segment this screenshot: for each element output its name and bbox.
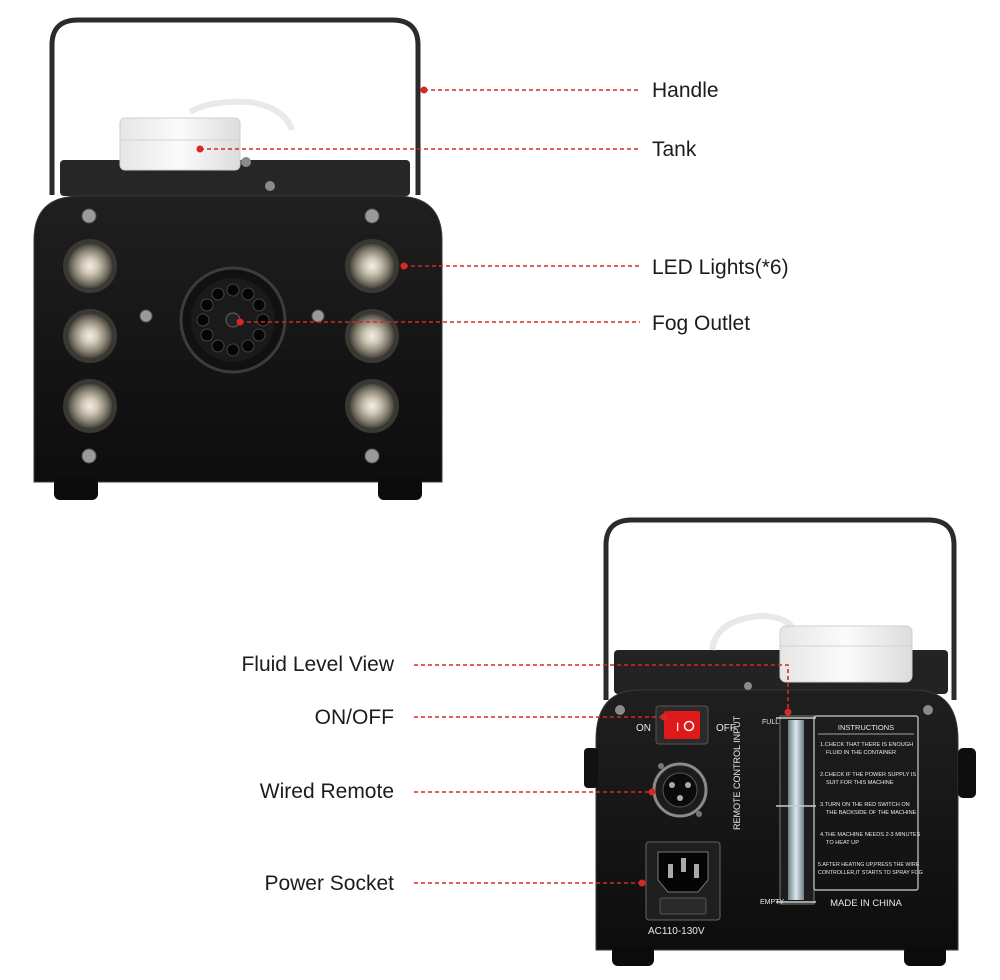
led-light xyxy=(345,239,399,293)
back-leader-lines xyxy=(414,664,792,887)
instruction-line: 3.TURN ON THE RED SWITCH ON xyxy=(820,802,910,808)
label-fluid-level-view: Fluid Level View xyxy=(241,653,394,676)
instruction-line: TO HEAT UP xyxy=(826,840,859,846)
instruction-line: CONTROLLER,IT STARTS TO SPRAY FOG xyxy=(818,870,923,876)
instruction-line: FLUID IN THE CONTAINER xyxy=(826,750,896,756)
led-light xyxy=(63,239,117,293)
back-view: I ON OFF REMOTE CONTROL INPUT AC110-130V xyxy=(584,517,976,966)
led-light xyxy=(345,309,399,363)
front-fog-outlet xyxy=(179,266,287,374)
instruction-line: SUIT FOR THIS MACHINE xyxy=(826,780,894,786)
label-tank: Tank xyxy=(652,138,697,161)
switch-off-label: OFF xyxy=(716,723,736,734)
label-power-socket: Power Socket xyxy=(264,872,394,895)
instruction-line: THE BACKSIDE OF THE MACHINE xyxy=(826,810,917,816)
fluid-level-window xyxy=(776,715,816,905)
remote-input-socket xyxy=(652,762,708,818)
remote-input-label: REMOTE CONTROL INPUT xyxy=(732,715,742,830)
label-fog-outlet: Fog Outlet xyxy=(652,312,751,335)
instruction-line: 1.CHECK THAT THERE IS ENOUGH xyxy=(820,742,913,748)
voltage-label: AC110-130V xyxy=(648,926,705,937)
label-on-off: ON/OFF xyxy=(314,706,394,729)
instruction-line: 5.AFTER HEATING UP,PRESS THE WIRE xyxy=(818,862,920,868)
instruction-line: 4.THE MACHINE NEEDS 2-3 MINUTES xyxy=(820,832,921,838)
power-switch: I xyxy=(655,705,709,745)
front-screws xyxy=(81,208,380,464)
front-view xyxy=(33,17,443,500)
led-light xyxy=(345,379,399,433)
instructions-panel: INSTRUCTIONS 1.CHECK THAT THERE IS ENOUG… xyxy=(813,715,923,891)
level-full-label: FULL xyxy=(762,719,779,726)
label-wired-remote: Wired Remote xyxy=(259,780,394,803)
front-leader-lines xyxy=(196,86,640,326)
label-handle: Handle xyxy=(652,79,719,102)
back-handle xyxy=(603,517,957,700)
level-empty-label: EMPTY xyxy=(760,899,784,906)
instruction-line: 2.CHECK IF THE POWER SUPPLY IS xyxy=(820,772,916,778)
led-light xyxy=(63,309,117,363)
label-led-lights: LED Lights(*6) xyxy=(652,256,789,279)
svg-text:I: I xyxy=(676,720,679,734)
power-socket xyxy=(645,841,721,921)
front-handle xyxy=(49,17,421,195)
front-tank xyxy=(119,98,295,171)
led-light xyxy=(63,379,117,433)
front-led-lights xyxy=(63,239,399,433)
back-tank xyxy=(709,612,913,683)
instructions-title: INSTRUCTIONS xyxy=(838,723,894,732)
made-in-label: MADE IN CHINA xyxy=(830,898,902,909)
switch-on-label: ON xyxy=(636,723,651,734)
